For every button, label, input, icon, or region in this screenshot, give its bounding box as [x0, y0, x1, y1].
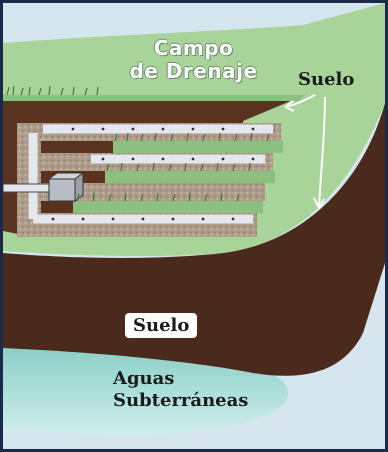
- groundwater-line-1: Aguas: [113, 368, 175, 389]
- title-line-2: de Drenaje: [129, 59, 258, 83]
- pipe-perforations: [51, 127, 255, 221]
- soil-label-box: Suelo: [125, 313, 198, 338]
- soil-label-top: Suelo: [298, 69, 355, 90]
- inlet-pipe: [3, 183, 54, 193]
- soil-layer: [3, 103, 385, 376]
- grass-strip-2: [105, 171, 275, 183]
- arrow-surface-soil: [284, 94, 316, 112]
- grass-strip-3: [73, 201, 263, 213]
- grass-strip-1: [113, 141, 283, 153]
- groundwater-line-2: Subterráneas: [113, 390, 249, 411]
- drainfield-illustration: [3, 3, 385, 435]
- title-line-1: Campo: [153, 36, 234, 60]
- grass-edge-top: [3, 95, 305, 101]
- arrow-deep-soil: [313, 96, 326, 209]
- trench-3: [25, 183, 265, 201]
- distribution-box: [47, 172, 85, 202]
- groundwater-label: Aguas Subterráneas: [113, 368, 248, 412]
- grass-tufts: [6, 85, 270, 202]
- drainfield-title: Campo de Drenaje: [121, 37, 266, 83]
